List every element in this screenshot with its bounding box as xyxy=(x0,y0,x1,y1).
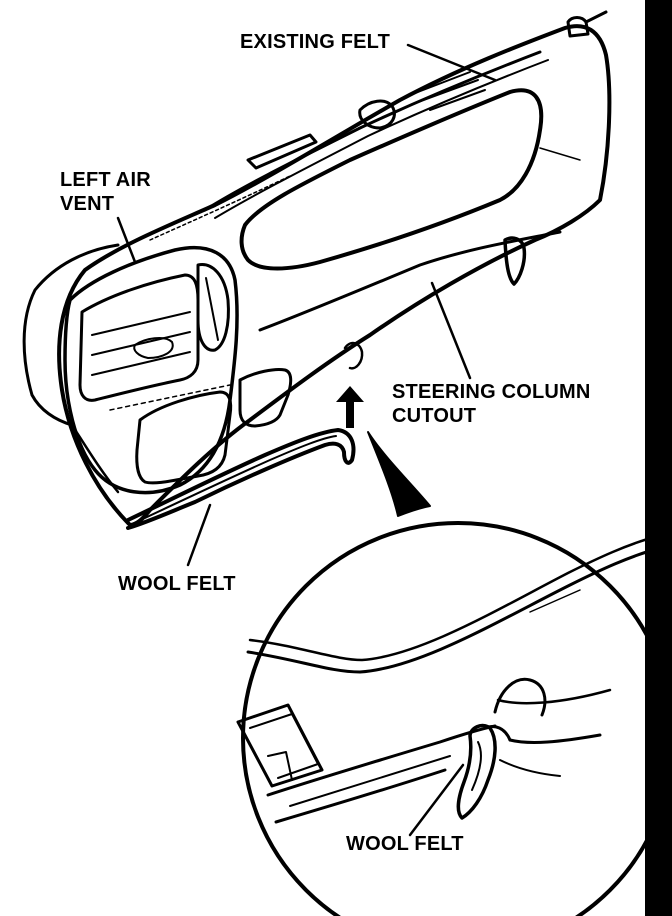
dashboard-left-lip xyxy=(22,243,120,427)
page-edge-bar xyxy=(645,0,672,916)
lower-panel-left xyxy=(135,390,233,485)
dashboard-outline xyxy=(57,24,612,527)
detail-contents xyxy=(236,534,662,824)
lower-panel-right xyxy=(238,368,293,428)
defrost-vent xyxy=(246,133,318,170)
leader-left-air-vent xyxy=(116,216,137,264)
leader-wool-felt-detail xyxy=(408,763,465,837)
label-wool-felt-detail: WOOL FELT xyxy=(346,833,464,855)
label-left-air-vent-line1: LEFT AIR xyxy=(60,169,151,191)
top-right-tab xyxy=(566,16,590,38)
label-wool-felt-main: WOOL FELT xyxy=(118,573,236,595)
center-defrost xyxy=(358,99,396,130)
leader-steering-cutout xyxy=(430,281,472,380)
left-air-vent xyxy=(78,273,200,402)
steering-cutout xyxy=(503,236,527,286)
leader-wool-felt-main xyxy=(186,503,212,567)
label-steering-column-line2: CUTOUT xyxy=(392,405,477,427)
label-steering-column-line1: STEERING COLUMN xyxy=(392,381,591,403)
side-vent-slot xyxy=(196,263,230,352)
top-felt-strip xyxy=(203,50,542,212)
detail-cutout xyxy=(456,723,497,820)
cluster-hood xyxy=(239,88,544,271)
wool-felt-strip xyxy=(126,428,356,530)
arrow-up xyxy=(336,386,364,428)
leader-existing-felt xyxy=(406,43,497,82)
label-left-air-vent-line2: VENT xyxy=(60,193,115,215)
left-bezel xyxy=(63,245,239,495)
magnifier-pointer xyxy=(367,431,431,517)
label-existing-felt: EXISTING FELT xyxy=(240,31,391,53)
detail-circle xyxy=(241,521,672,916)
